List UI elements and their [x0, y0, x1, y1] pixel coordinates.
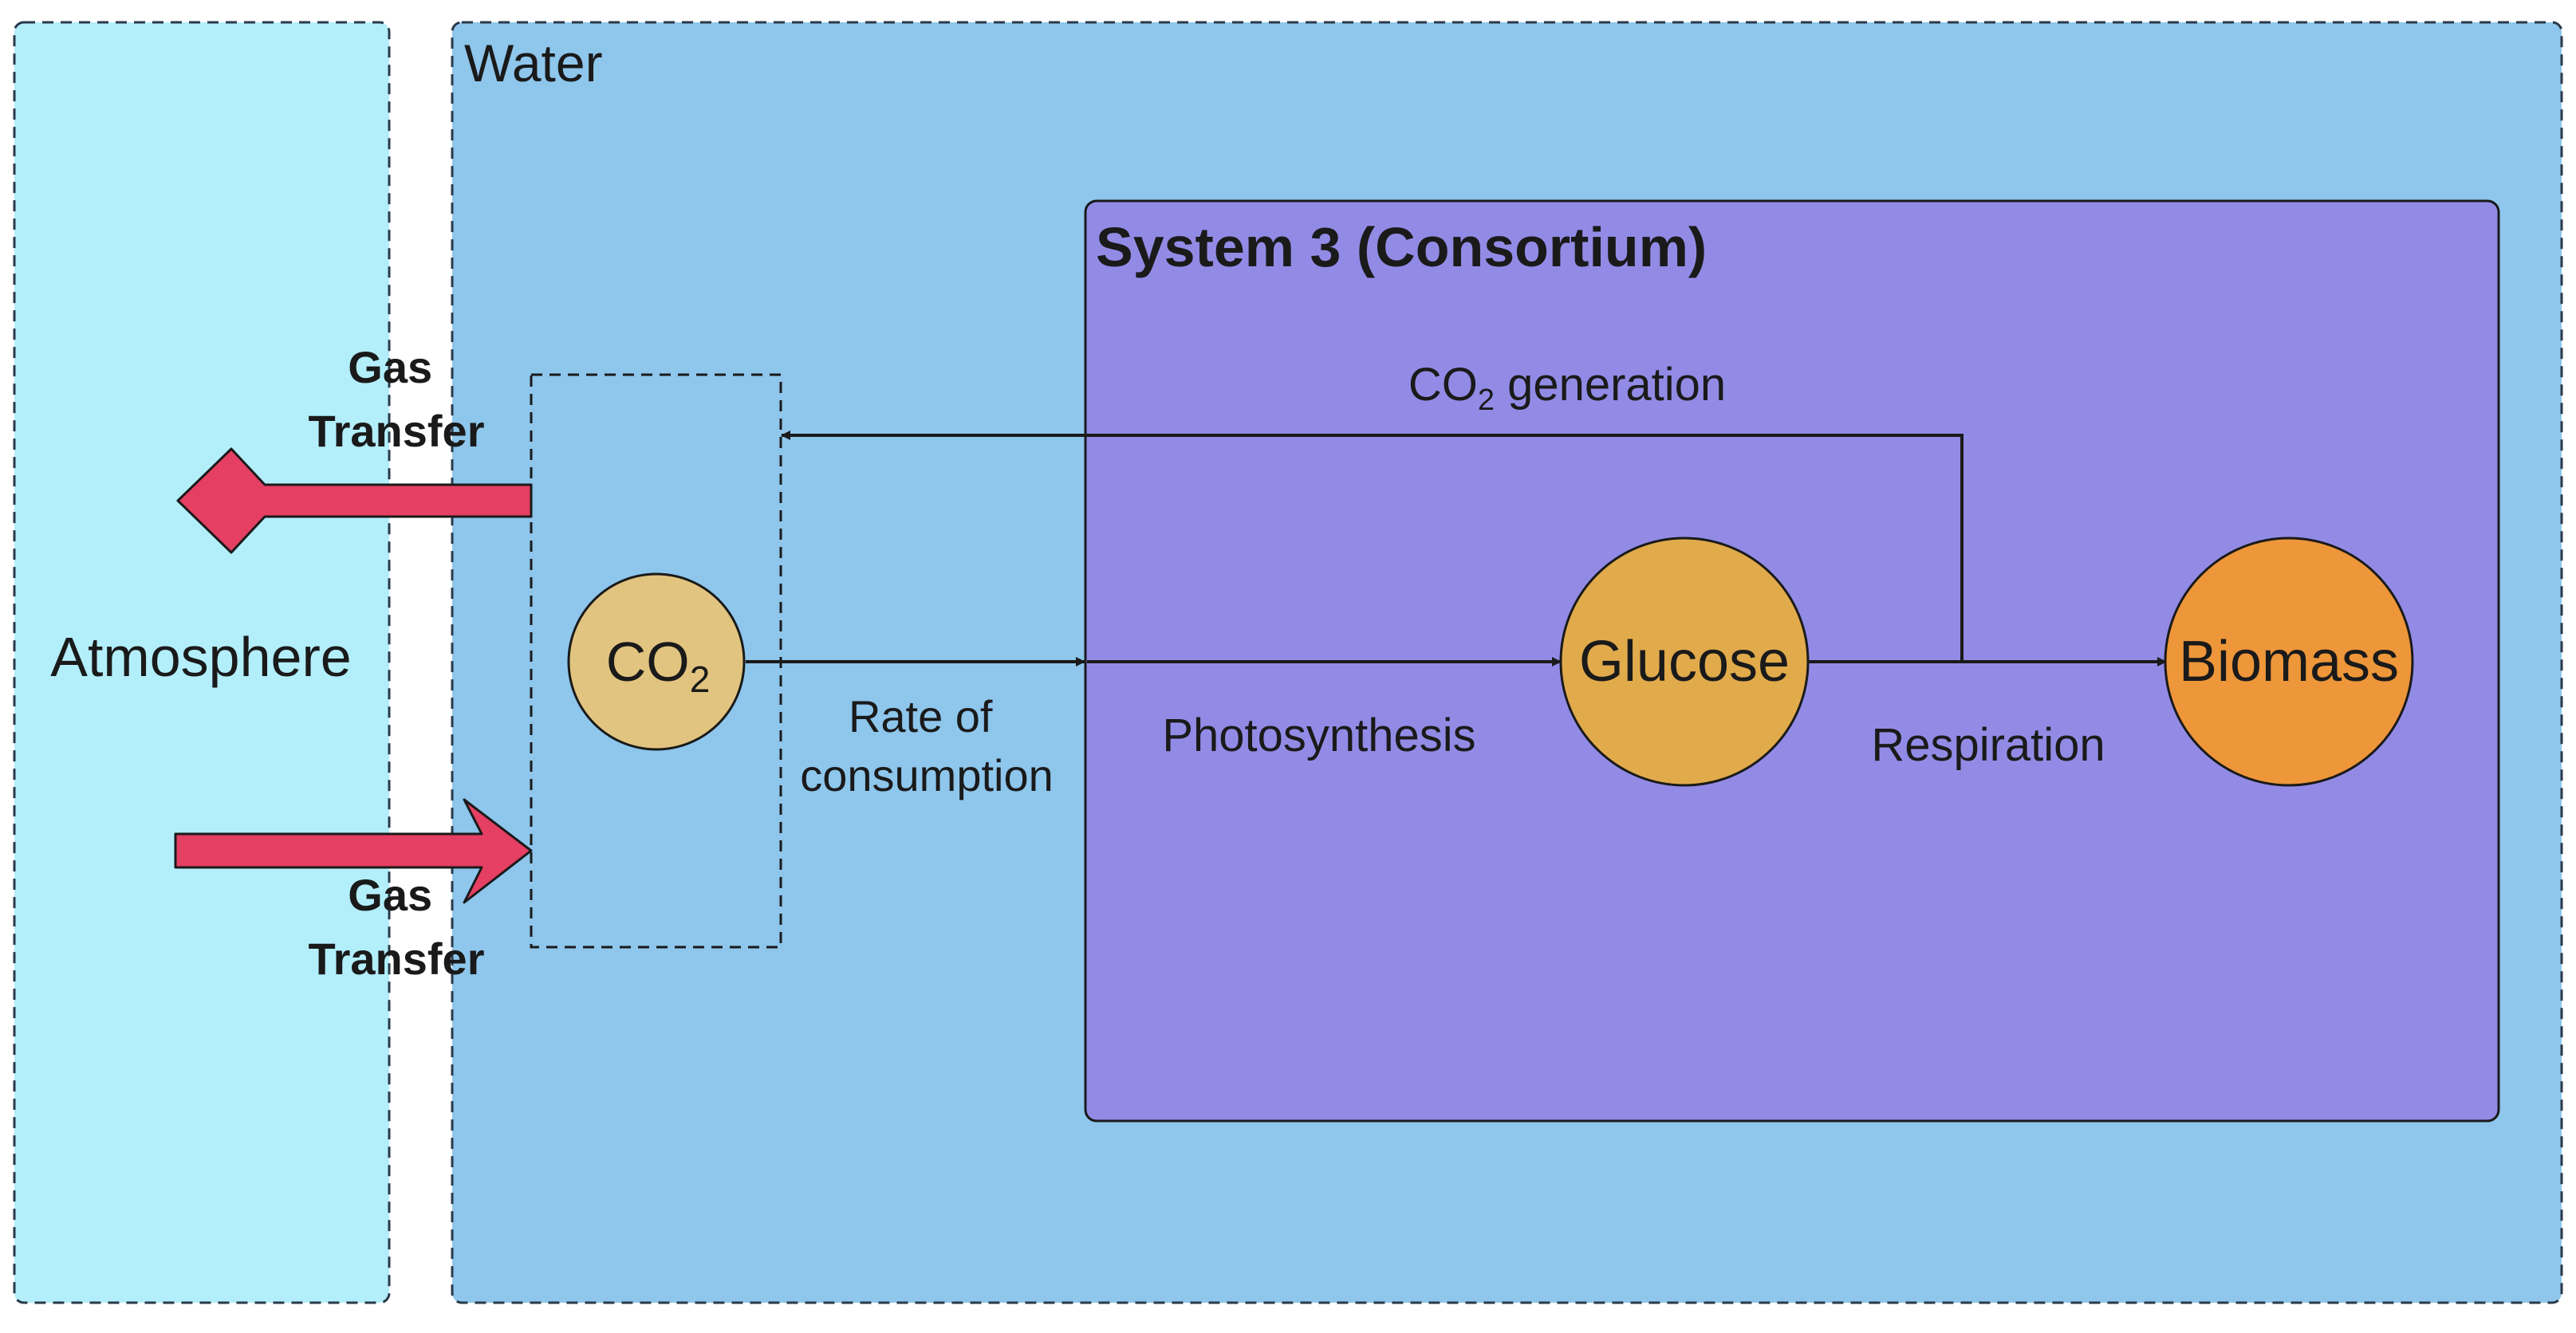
gas-transfer-in-line2: Transfer: [309, 934, 485, 984]
co2-generation-rest: generation: [1495, 359, 1726, 411]
system-title: System 3 (Consortium): [1096, 216, 1707, 278]
consumption-line2: consumption: [800, 750, 1054, 800]
co2-generation-arrow: [781, 431, 1964, 662]
biomass-node: [2164, 537, 2414, 787]
gas-transfer-in-label: Gas Transfer: [309, 870, 485, 984]
photosynthesis-label: Photosynthesis: [1162, 710, 1475, 761]
co2-node-label: CO2: [606, 631, 711, 700]
gas-transfer-in-arrow: [174, 798, 533, 904]
co2-node-sub: 2: [690, 659, 711, 700]
co2-generation-label: CO2 generation: [1408, 359, 1726, 417]
co2-node: [567, 572, 746, 751]
gas-transfer-out-line1: Gas: [348, 342, 432, 392]
gas-transfer-in-line1: Gas: [348, 870, 432, 920]
glucose-node: [1559, 537, 1810, 787]
gas-transfer-out-arrow: [176, 447, 533, 554]
co2-generation-main: CO: [1408, 359, 1478, 411]
gas-transfer-out-line2: Transfer: [309, 406, 485, 456]
water-label: Water: [464, 33, 603, 92]
gas-transfer-out-label: Gas Transfer: [309, 342, 485, 456]
biomass-label: Biomass: [2179, 630, 2399, 694]
atmosphere-zone: [13, 21, 391, 1304]
atmosphere-label: Atmosphere: [50, 626, 351, 688]
co2-node-main: CO: [606, 631, 690, 693]
consumption-label: Rate of consumption: [800, 691, 1054, 800]
consumption-line1: Rate of: [849, 691, 993, 741]
glucose-label: Glucose: [1579, 630, 1790, 694]
respiration-label: Respiration: [1871, 719, 2105, 771]
co2-generation-sub: 2: [1478, 383, 1495, 417]
